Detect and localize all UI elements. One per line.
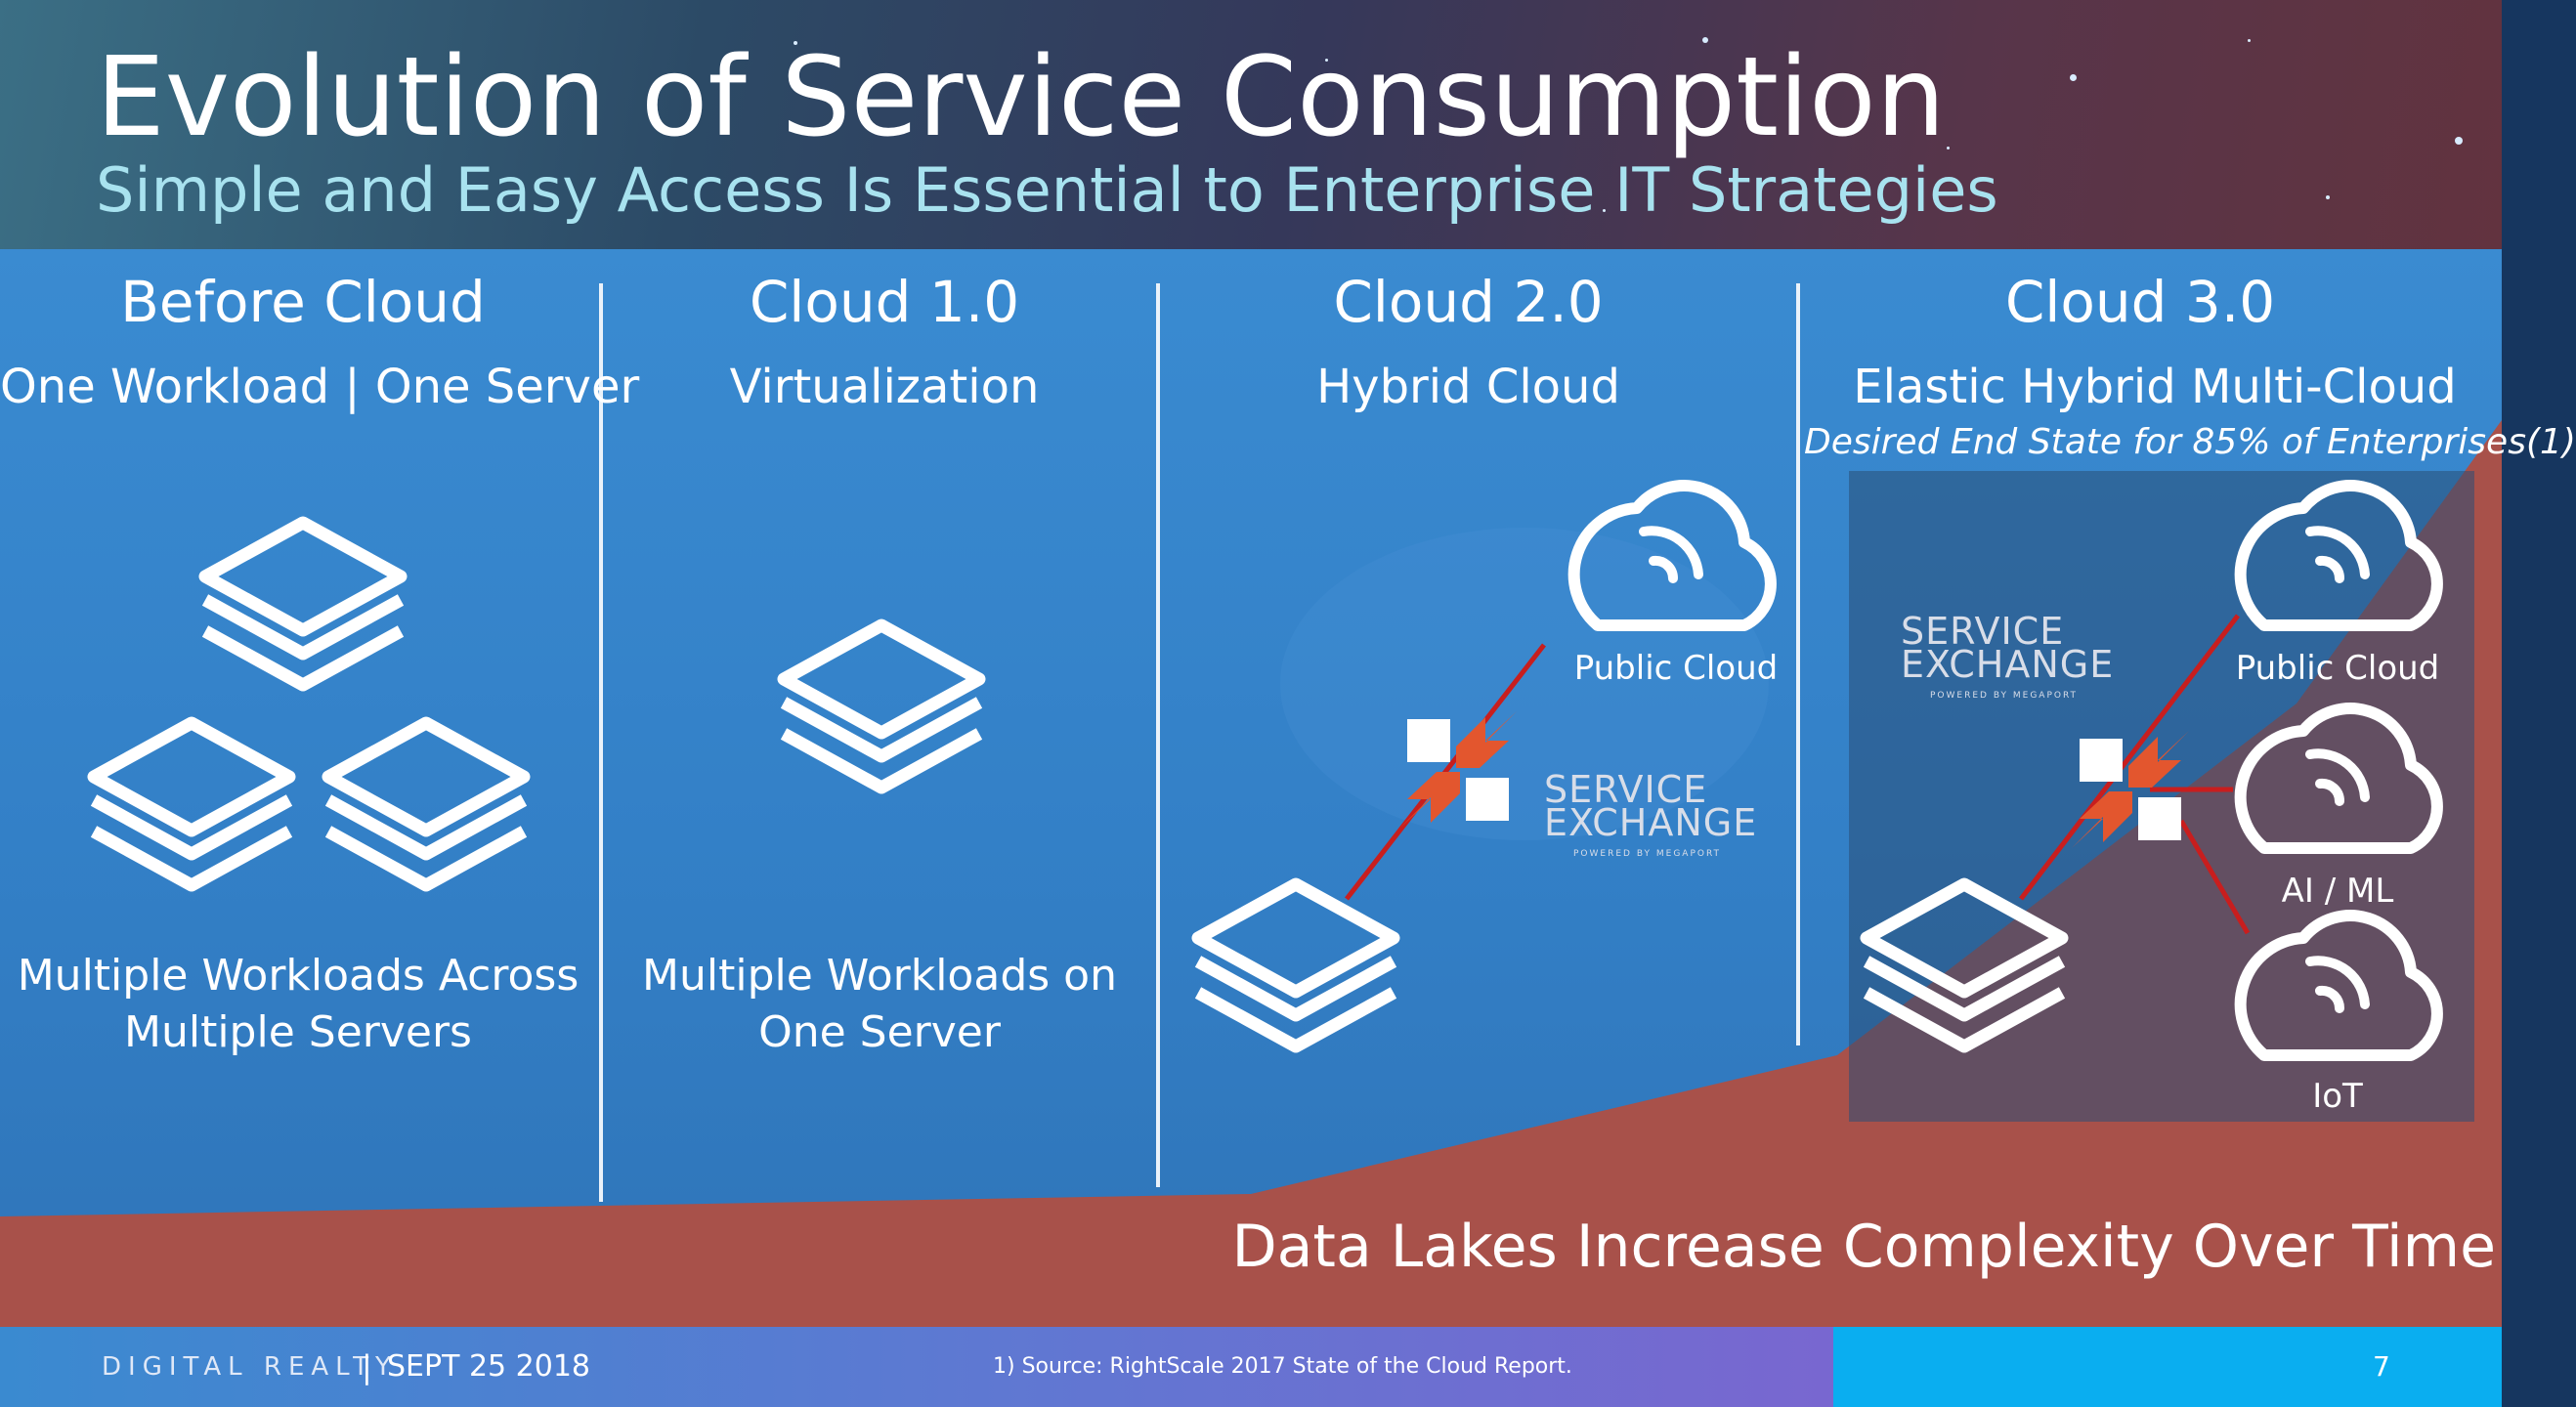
service-exchange-line2: EXCHANGE <box>1901 643 2115 686</box>
column-divider <box>1156 283 1160 1187</box>
column-heading-before-cloud: Before Cloud <box>120 269 486 335</box>
ai-ml-label: AI / ML <box>2281 872 2394 911</box>
service-exchange-line2: EXCHANGE <box>1544 801 1758 844</box>
column-divider <box>1796 283 1800 1045</box>
before-cloud-description: Multiple Workloads Across Multiple Serve… <box>17 951 580 1057</box>
service-exchange-line1: SERVICE <box>1901 610 2065 653</box>
footer-separator: | <box>362 1348 372 1386</box>
column-subheading-cloud-3: Elastic Hybrid Multi-Cloud <box>1853 360 2457 414</box>
column-heading-cloud-3: Cloud 3.0 <box>2004 269 2276 335</box>
layers-icon <box>784 625 979 788</box>
service-exchange-powered-by: POWERED BY MEGAPORT <box>1930 691 2079 701</box>
public-cloud-label: Public Cloud <box>1573 649 1779 688</box>
slide-header: Evolution of Service Consumption Simple … <box>0 0 2502 249</box>
star <box>2326 195 2330 199</box>
star <box>2070 74 2077 81</box>
star <box>2248 39 2251 42</box>
cloud-icon <box>2241 486 2437 625</box>
cloud-icon <box>2241 708 2437 848</box>
star <box>1325 59 1328 62</box>
public-cloud-label: Public Cloud <box>2235 649 2440 688</box>
column-heading-cloud-1: Cloud 1.0 <box>749 269 1020 335</box>
column-heading-cloud-2: Cloud 2.0 <box>1333 269 1604 335</box>
star <box>1603 209 1606 212</box>
page-subtitle: Simple and Easy Access Is Essential to E… <box>96 154 1998 226</box>
iot-label: IoT <box>2312 1077 2363 1116</box>
layers-icon <box>205 523 401 685</box>
connection-line <box>2178 819 2251 935</box>
page-title: Evolution of Service Consumption <box>96 34 1946 161</box>
star <box>794 41 797 45</box>
cloud-icon <box>1574 486 1771 625</box>
column-subheading-cloud-1: Virtualization <box>729 360 1040 414</box>
star <box>1702 37 1708 43</box>
column-subheading-cloud-2: Hybrid Cloud <box>1316 360 1620 414</box>
footer-accent-block <box>1833 1327 2502 1407</box>
slide-footer: DIGITAL REALTY | SEPT 25 2018 1) Source:… <box>0 1327 2502 1407</box>
cloud3-desired-end-state-note: Desired End State for 85% of Enterprises… <box>1804 422 2576 462</box>
icons-layer <box>31 0 2502 1397</box>
brand-name: DIGITAL REALTY <box>102 1352 398 1382</box>
footer-date: SEPT 25 2018 <box>387 1349 591 1384</box>
column-divider <box>599 283 603 1202</box>
service-exchange-powered-by: POWERED BY MEGAPORT <box>1573 849 1722 859</box>
page-number: 7 <box>2373 1350 2390 1383</box>
service-exchange-arrows-icon <box>1399 711 1517 829</box>
connection-line <box>2019 614 2240 901</box>
layers-icon <box>1198 884 1394 1046</box>
star <box>2455 137 2463 145</box>
layers-icon <box>328 723 524 885</box>
star <box>1947 147 1950 149</box>
source-footnote: 1) Source: RightScale 2017 State of the … <box>993 1354 1572 1379</box>
background-glow <box>1280 528 1769 840</box>
service-exchange-line1: SERVICE <box>1544 768 1708 811</box>
cloud-1-description: Multiple Workloads on One Server <box>642 951 1117 1057</box>
data-lakes-statement: Data Lakes Increase Complexity Over Time <box>1231 1213 2496 1281</box>
layers-icon <box>1867 884 2062 1046</box>
cloud-icon <box>2241 916 2437 1055</box>
layers-icon <box>94 723 289 885</box>
column-subheading-before-cloud: One Workload | One Server <box>0 360 640 414</box>
